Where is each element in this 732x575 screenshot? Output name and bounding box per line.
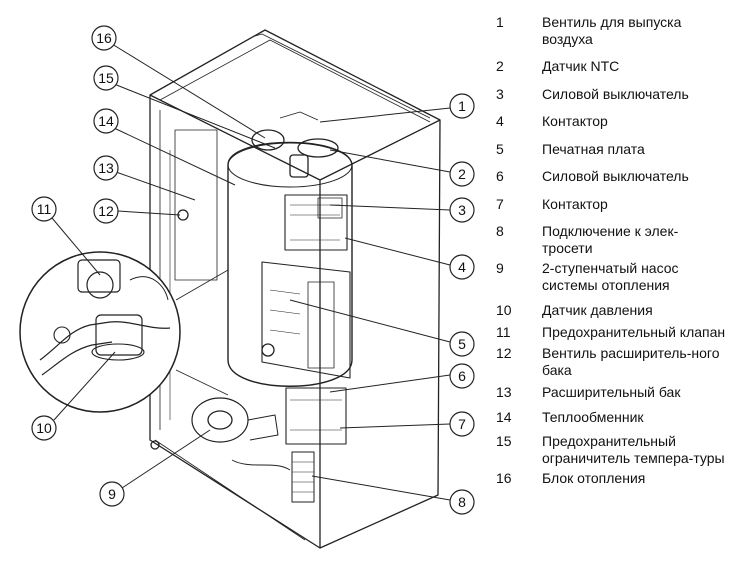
- callout-5: 5: [289, 299, 475, 357]
- legend-item: 7 Контактор: [482, 196, 728, 213]
- legend-text: Расширительный бак: [542, 384, 681, 400]
- legend-number: 16: [496, 470, 512, 486]
- upper-contactor: [284, 194, 348, 251]
- legend-number: 7: [496, 195, 504, 212]
- legend-item: 8 Подключение к элек-тросети: [482, 223, 728, 256]
- legend-item: 1 Вентиль для выпуска воздуха: [482, 14, 728, 47]
- callout-6: 6: [329, 363, 475, 393]
- svg-text:13: 13: [98, 160, 114, 176]
- legend-item: 2 Датчик NTC: [482, 58, 728, 75]
- svg-text:14: 14: [98, 113, 114, 129]
- legend-item: 4 Контактор: [482, 113, 728, 130]
- pump: [191, 397, 249, 443]
- legend-number: 10: [496, 302, 512, 318]
- callout-1: 1: [319, 93, 475, 123]
- callout-8: 8: [311, 475, 475, 515]
- legend-text: Датчик давления: [542, 302, 653, 318]
- svg-text:16: 16: [96, 30, 112, 46]
- svg-text:10: 10: [36, 420, 52, 436]
- legend-item: 9 2-ступенчатый насос системы отопления: [482, 260, 728, 293]
- legend-item: 5 Печатная плата: [482, 141, 728, 158]
- legend-text: Датчик NTC: [542, 58, 620, 74]
- lower-contactor: [285, 387, 347, 445]
- callout-10: 10: [31, 351, 116, 441]
- cabinet-top-edge: [149, 94, 441, 181]
- svg-text:1: 1: [458, 98, 466, 114]
- legend-item: 15 Предохранительный ограничитель темпера…: [482, 433, 728, 466]
- legend-number: 9: [496, 260, 504, 276]
- callout-7: 7: [339, 411, 475, 437]
- legend-number: 4: [496, 113, 504, 129]
- svg-text:3: 3: [458, 202, 466, 218]
- legend-number: 15: [496, 433, 512, 449]
- legend-text: Силовой выключатель: [542, 168, 689, 184]
- legend-text: Вентиль для выпуска воздуха: [542, 14, 682, 47]
- svg-text:12: 12: [98, 203, 114, 219]
- detail-circle: [19, 251, 181, 413]
- callout-13: 13: [93, 155, 196, 201]
- legend-text: Теплообменник: [542, 408, 644, 425]
- legend-text: 2-ступенчатый насос системы отопления: [542, 260, 679, 293]
- legend-item: 13 Расширительный бак: [482, 384, 728, 401]
- terminal-block: [291, 451, 315, 503]
- legend-text: Блок отопления: [542, 470, 646, 486]
- callout-2: 2: [329, 149, 475, 187]
- legend-text: Вентиль расширитель-ного бака: [542, 345, 720, 378]
- callout-11: 11: [31, 196, 101, 276]
- legend-item: 12 Вентиль расширитель-ного бака: [482, 345, 728, 378]
- callout-16: 16: [91, 25, 266, 139]
- legend-text: Предохранительный ограничитель темпера-т…: [542, 433, 725, 466]
- legend: 1 Вентиль для выпуска воздуха 2 Датчик NTC 3…: [482, 14, 728, 487]
- cabinet-outline: [149, 29, 441, 549]
- svg-text:2: 2: [458, 166, 466, 182]
- legend-number: 6: [496, 168, 504, 184]
- legend-text: Печатная плата: [542, 140, 645, 157]
- legend-text: Силовой выключатель: [542, 85, 689, 102]
- legend-number: 2: [496, 58, 504, 74]
- boiler-diagram: 1 2 3 4 5 6 7 8 9 10: [19, 25, 475, 549]
- legend-item: 14 Теплообменник: [482, 409, 728, 426]
- legend-item: 6 Силовой выключатель: [482, 168, 728, 185]
- heat-exchanger: [227, 141, 353, 387]
- legend-text: Предохранительный клапан: [542, 323, 726, 340]
- legend-text: Контактор: [542, 113, 608, 129]
- legend-number: 14: [496, 408, 512, 425]
- legend-item: 11 Предохранительный клапан: [482, 324, 728, 341]
- pcb: [261, 261, 351, 379]
- legend-item: 16 Блок отопления: [482, 470, 728, 487]
- svg-text:15: 15: [98, 70, 114, 86]
- legend-item: 10 Датчик давления: [482, 302, 728, 319]
- svg-text:9: 9: [108, 486, 116, 502]
- svg-text:4: 4: [458, 259, 466, 275]
- legend-item: 3 Силовой выключатель: [482, 86, 728, 103]
- svg-text:5: 5: [458, 336, 466, 352]
- legend-number: 13: [496, 384, 512, 400]
- callout-15: 15: [93, 65, 276, 149]
- legend-number: 12: [496, 345, 512, 361]
- legend-text: Контактор: [542, 195, 608, 212]
- callout-9: 9: [99, 429, 211, 507]
- svg-text:8: 8: [458, 494, 466, 510]
- callout-14: 14: [93, 108, 236, 186]
- legend-text: Подключение к элек-тросети: [542, 223, 679, 256]
- legend-number: 1: [496, 14, 504, 30]
- svg-text:11: 11: [37, 201, 52, 217]
- svg-text:6: 6: [458, 368, 466, 384]
- callout-12: 12: [93, 198, 181, 224]
- callout-3: 3: [329, 197, 475, 223]
- legend-number: 8: [496, 223, 504, 239]
- legend-number: 3: [496, 85, 504, 102]
- legend-number: 11: [496, 323, 511, 340]
- svg-text:7: 7: [458, 416, 466, 432]
- callout-4: 4: [344, 237, 475, 280]
- legend-number: 5: [496, 140, 504, 157]
